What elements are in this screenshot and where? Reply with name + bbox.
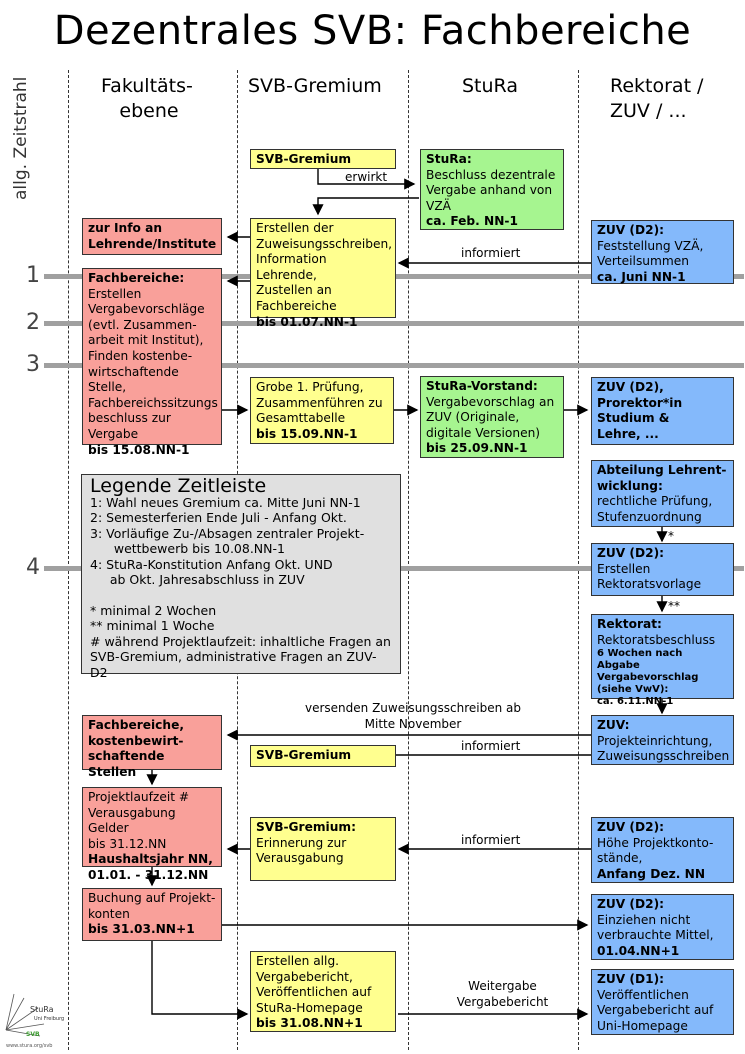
arrow-erwirkt [317, 168, 416, 190]
timeline-legend: Legende Zeitleiste 1: Wahl neues Gremium… [81, 474, 401, 680]
zuv-d2-balance-box: ZUV (D2): Höhe Projektkonto- stände, Anf… [591, 817, 734, 883]
svg-text:Uni Freiburg: Uni Freiburg [34, 1016, 64, 1022]
zuv-d2-template-box: ZUV (D2): Erstellen Rektoratsvorlage [591, 543, 734, 596]
stura-logo-icon: StuRa Uni Freiburg SVB www.stura.org/svb [5, 993, 64, 1049]
svb-reminder-box: SVB-Gremium: Erinnerung zur Verausgabung [250, 817, 396, 881]
stura-board-box: StuRa-Vorstand: Vergabevorschlag an ZUV … [420, 376, 564, 458]
stura-logo: StuRa Uni Freiburg SVB www.stura.org/svb [4, 990, 74, 1054]
label-informiert: informiert [461, 833, 521, 847]
column-header-svb: SVB-Gremium [248, 75, 382, 97]
legend-title: Legende Zeitleiste [90, 475, 267, 497]
label-informiert: informiert [461, 739, 521, 753]
arrow-stura-to-svb [312, 197, 419, 216]
svg-text:StuRa: StuRa [30, 1005, 54, 1014]
timeline-marker: 3 [26, 352, 40, 377]
timeline-marker: 4 [26, 555, 40, 580]
info-teachers-box: zur Info an Lehrende/Institute [82, 218, 222, 255]
teaching-dev-box: Abteilung Lehrent- wicklung: rechtliche … [591, 460, 734, 527]
fachbereiche-box: Fachbereiche: Erstellen Vergabevorschläg… [82, 268, 222, 457]
svb-gremium-box: SVB-Gremium [250, 149, 396, 169]
svb-gremium-box: SVB-Gremium [250, 745, 396, 767]
zuv-prorektor-box: ZUV (D2), Prorektor*in Studium & Lehre, … [591, 377, 734, 445]
label-erwirkt: erwirkt [345, 170, 388, 184]
column-divider [578, 70, 579, 1050]
label-send-letters: versenden Zuweisungsschreiben ab Mitte N… [305, 701, 521, 731]
column-divider [408, 70, 409, 1050]
report-box: Erstellen allg. Vergabebericht, Veröffen… [250, 951, 396, 1032]
project-runtime-box: Projektlaufzeit # Verausgabung Gelder bi… [82, 787, 222, 882]
zuv-project-box: ZUV: Projekteinrichtung, Zuweisungsschre… [591, 715, 734, 765]
timeline-bar [44, 321, 744, 326]
zuv-d2-vza-box: ZUV (D2): Feststellung VZÄ, Verteilsumme… [591, 220, 734, 284]
timeline-bar [44, 363, 744, 368]
stura-decision-box: StuRa: Beschluss dezentrale Vergabe anha… [420, 149, 564, 230]
label-double-star: ** [668, 599, 680, 613]
column-header-rectorate: Rektorat / ZUV / ... [610, 75, 704, 122]
label-star: * [668, 529, 674, 543]
rektorat-box: Rektorat: Rektoratsbeschluss 6 Wochen na… [591, 614, 734, 707]
column-header-stura: StuRa [462, 75, 518, 97]
timeline-marker: 1 [26, 263, 40, 288]
zuv-d2-withdraw-box: ZUV (D2): Einziehen nicht verbrauchte Mi… [591, 894, 734, 960]
svg-text:www.stura.org/svb: www.stura.org/svb [6, 1043, 52, 1049]
booking-box: Buchung auf Projekt- konten bis 31.03.NN… [82, 888, 222, 941]
page-title: Dezentrales SVB: Fachbereiche [53, 8, 692, 54]
fachbereiche-cost-box: Fachbereiche, kostenbewirt- schaftende S… [82, 715, 222, 779]
arrow-booking-to-report [151, 941, 249, 1020]
column-header-faculty: Fakultäts- ebene [101, 75, 193, 122]
create-letters-box: Erstellen der Zuweisungsschreiben, Infor… [250, 218, 396, 329]
timeline-marker: 2 [26, 310, 40, 335]
label-forward-report: Weitergabe Vergabebericht [456, 979, 549, 1009]
label-informiert: informiert [461, 246, 521, 260]
zuv-d1-box: ZUV (D1): Veröffentlichen Vergabebericht… [591, 969, 734, 1035]
svg-text:SVB: SVB [26, 1031, 40, 1038]
column-divider [68, 70, 69, 1050]
rough-check-box: Grobe 1. Prüfung, Zusammenführen zu Gesa… [250, 377, 394, 444]
